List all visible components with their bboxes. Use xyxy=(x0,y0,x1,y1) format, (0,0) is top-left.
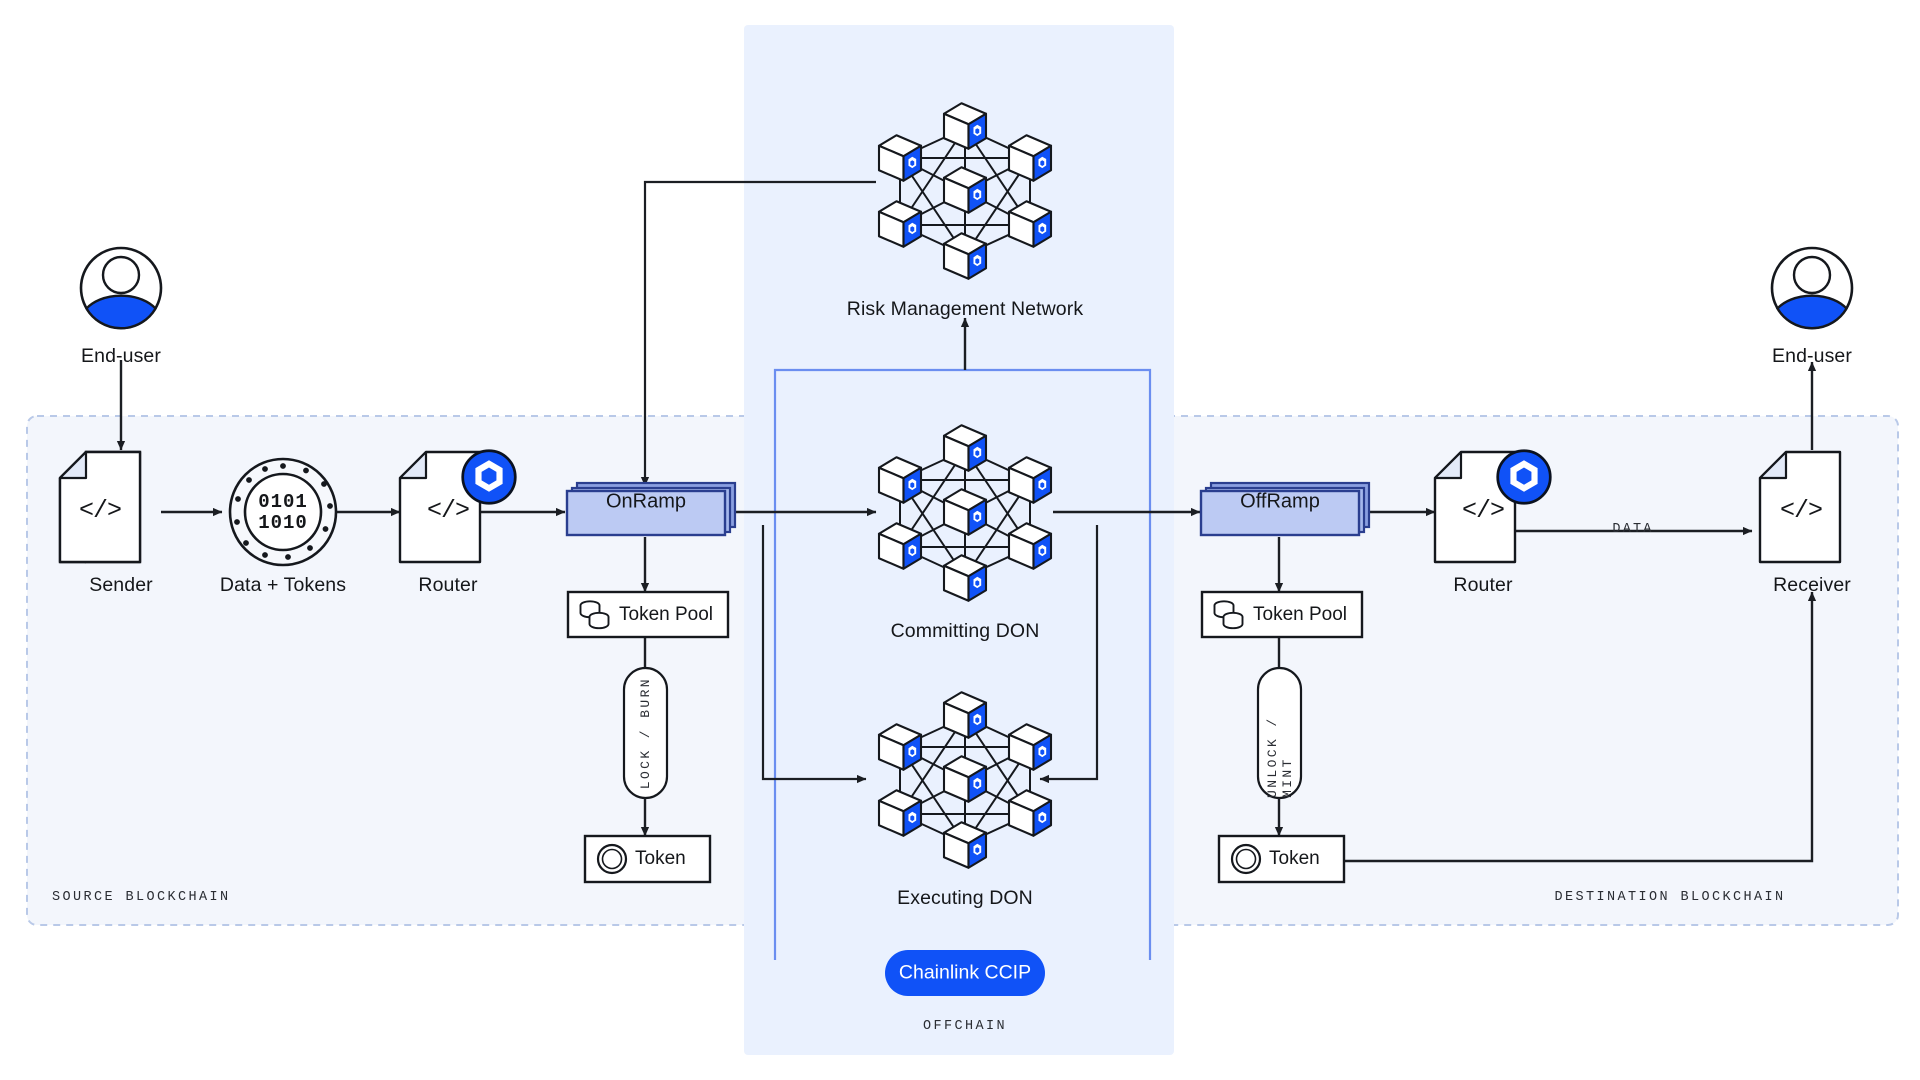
end-user-label-right: End-user xyxy=(1772,345,1852,367)
risk-management-network-label: Risk Management Network xyxy=(846,298,1084,320)
network-node-cube-icon xyxy=(877,200,923,248)
network-node-cube-icon xyxy=(877,456,923,504)
committing-don-label: Committing DON xyxy=(890,620,1040,642)
payload-label: Data + Tokens xyxy=(219,574,347,596)
edge-rmn-onramp xyxy=(640,180,876,487)
network-cluster-risk-management xyxy=(877,102,1053,280)
router-document-icon-source xyxy=(398,450,482,564)
lock-burn-label: LOCK / BURN xyxy=(638,676,653,790)
lock-burn-capsule-label-wrap: LOCK / BURN xyxy=(624,668,667,798)
receiver-code-glyph: </> xyxy=(1779,496,1823,525)
offchain-bracket xyxy=(773,368,1152,960)
network-node-cube-icon xyxy=(1007,723,1053,771)
token-pool-box-destination[interactable] xyxy=(1200,590,1364,639)
payload-disc-icon xyxy=(228,457,338,567)
coin-stack-icon-destination xyxy=(1213,600,1244,630)
token-box-destination[interactable] xyxy=(1217,834,1346,884)
end-user-label-left: End-user xyxy=(81,345,161,367)
payload-bits-line2: 1010 xyxy=(258,512,308,534)
edge-executing-offramp xyxy=(1039,525,1099,784)
zone-label-offchain: OFFCHAIN xyxy=(922,1019,1008,1034)
network-node-cube-icon xyxy=(877,789,923,837)
unlock-mint-label: UNLOCK / MINT xyxy=(1264,716,1295,798)
token-pool-box-source[interactable] xyxy=(566,590,730,639)
payload-bits-line1: 0101 xyxy=(258,491,308,513)
chainlink-hexagon-icon-destination-router xyxy=(1496,449,1552,505)
network-node-cube-icon xyxy=(877,134,923,182)
sender-code-glyph: </> xyxy=(78,496,122,525)
user-avatar-icon-right xyxy=(1770,246,1854,330)
receiver-document-icon xyxy=(1758,450,1842,564)
offramp-label[interactable]: OffRamp xyxy=(1240,490,1320,513)
offramp-box[interactable] xyxy=(1199,481,1371,537)
router-code-glyph-destination: </> xyxy=(1461,496,1505,525)
network-node-cube-icon xyxy=(1007,134,1053,182)
network-node-cube-icon xyxy=(1007,456,1053,504)
network-node-cube-icon xyxy=(942,424,988,472)
network-node-cube-icon xyxy=(942,166,988,214)
unlock-mint-capsule-label-wrap: UNLOCK / MINT xyxy=(1258,668,1301,798)
user-avatar-icon-left xyxy=(79,246,163,330)
network-node-cube-icon xyxy=(877,723,923,771)
network-node-cube-icon xyxy=(1007,522,1053,570)
chainlink-hexagon-icon-source-router xyxy=(461,449,517,505)
coin-stack-icon-source xyxy=(579,600,610,630)
network-cluster-committing-don xyxy=(877,424,1053,602)
network-node-cube-icon xyxy=(942,232,988,280)
zone-offchain xyxy=(744,25,1174,1055)
onramp-box[interactable] xyxy=(565,481,737,537)
executing-don-label: Executing DON xyxy=(897,887,1033,909)
chainlink-ccip-badge xyxy=(885,950,1045,996)
network-node-cube-icon xyxy=(1007,789,1053,837)
token-pool-label-destination[interactable]: Token Pool xyxy=(1253,604,1348,625)
network-node-cube-icon xyxy=(942,488,988,536)
edge-token-receiver xyxy=(1345,591,1817,863)
network-node-cube-icon xyxy=(942,554,988,602)
zone-label-source: SOURCE BLOCKCHAIN xyxy=(52,890,231,905)
token-label-destination[interactable]: Token xyxy=(1269,848,1320,869)
zone-destination-blockchain xyxy=(1092,415,1899,926)
network-node-cube-icon xyxy=(942,102,988,150)
sender-label: Sender xyxy=(89,574,153,596)
receiver-label: Receiver xyxy=(1773,574,1851,596)
edge-onramp-executing xyxy=(761,525,867,784)
router-document-icon-destination xyxy=(1433,450,1517,564)
network-node-cube-icon xyxy=(877,522,923,570)
network-node-cube-icon xyxy=(942,821,988,869)
router-code-glyph-source: </> xyxy=(426,496,470,525)
data-edge-label: DATA xyxy=(1612,522,1654,537)
router-label-source: Router xyxy=(418,574,478,596)
network-node-cube-icon xyxy=(942,755,988,803)
chainlink-ccip-badge-label[interactable]: Chainlink CCIP xyxy=(898,961,1032,984)
network-node-cube-icon xyxy=(942,691,988,739)
sender-document-icon xyxy=(58,450,142,564)
token-box-source[interactable] xyxy=(583,834,712,884)
token-pool-label-source[interactable]: Token Pool xyxy=(619,604,714,625)
network-node-cube-icon xyxy=(1007,200,1053,248)
onramp-label[interactable]: OnRamp xyxy=(605,490,687,513)
router-label-destination: Router xyxy=(1453,574,1513,596)
zone-label-destination: DESTINATION BLOCKCHAIN xyxy=(1554,890,1786,905)
token-label-source[interactable]: Token xyxy=(635,848,686,869)
network-cluster-executing-don xyxy=(877,691,1053,869)
